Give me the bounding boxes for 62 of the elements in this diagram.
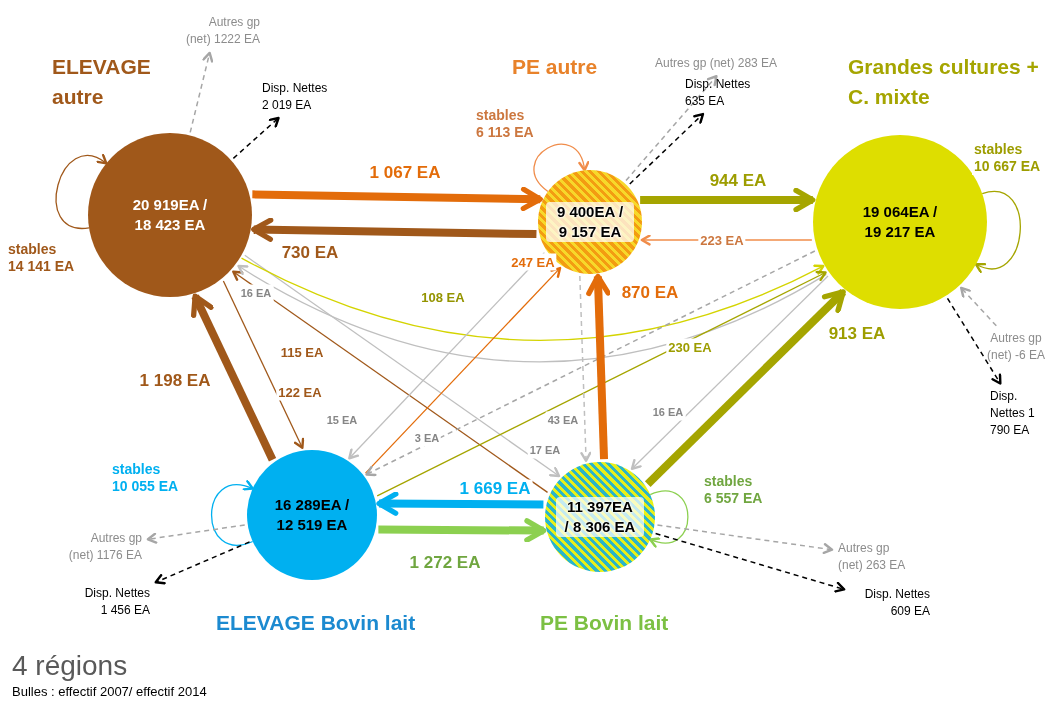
flow-label: 1 198 EA — [137, 371, 213, 389]
bubble: 11 397EA / 8 306 EA — [545, 462, 655, 572]
flow-arrow — [210, 480, 254, 546]
flow-label: 1 067 EA — [367, 163, 443, 181]
flow-arrow — [365, 250, 816, 477]
flow-arrow — [656, 524, 834, 555]
flow-arrow — [974, 190, 1021, 273]
flow-label: 1 669 EA — [457, 479, 533, 497]
flow-note: Autres gp (net) -6 EA — [985, 330, 1047, 364]
flow-arrow — [946, 297, 1002, 385]
flow-arrow — [378, 518, 547, 543]
flow-label: 247 EA — [509, 253, 557, 271]
flow-note: Disp. Nettes 635 EA — [685, 76, 765, 110]
flow-arrow — [232, 116, 280, 160]
flow-label: 16 EA — [238, 284, 274, 302]
flow-arrow — [625, 75, 718, 182]
group-heading: Grandes cultures + C. mixte — [848, 54, 1040, 110]
flow-note: Autres gp (net) 1176 EA — [50, 530, 142, 564]
flow-arrow — [222, 280, 305, 450]
flow-arrow — [146, 524, 246, 544]
flow-label: 944 EA — [707, 171, 769, 189]
flow-arrow — [55, 154, 108, 229]
flow-arrow — [154, 541, 251, 585]
flow-label: 913 EA — [826, 324, 888, 342]
flow-arrow — [960, 286, 998, 327]
flow-note: Disp. Nettes 609 EA — [850, 586, 930, 620]
flow-arrow — [376, 270, 827, 497]
flow-arrow — [237, 264, 827, 363]
flow-arrow — [654, 532, 846, 593]
flow-arrow — [533, 143, 589, 193]
flow-note: Autres gp (net) 283 EA — [655, 55, 800, 72]
group-heading: ELEVAGE Bovin lait — [216, 610, 417, 636]
flow-arrow — [189, 51, 214, 134]
flow-note: Disp. Nettes 2 019 EA — [262, 80, 342, 114]
flow-note: Disp. Nettes 1 790 EA — [990, 388, 1048, 439]
diagram-title: 4 régions — [12, 650, 128, 682]
flow-arrow — [630, 275, 829, 470]
group-heading: ELEVAGE autre — [52, 54, 152, 110]
flow-arrow — [251, 217, 537, 242]
flow-arrow — [579, 275, 592, 462]
group-heading: PE autre — [512, 54, 599, 80]
flow-arrow — [252, 186, 543, 212]
flow-arrow — [232, 270, 549, 494]
flow-arrow — [244, 254, 561, 478]
flow-label: 870 EA — [619, 283, 681, 301]
flow-arrow — [376, 491, 544, 516]
flow-arrow — [640, 187, 816, 213]
group-heading: PE Bovin lait — [540, 610, 670, 636]
flow-note: Disp. Nettes 1 456 EA — [70, 585, 150, 619]
flow-label: 730 EA — [279, 243, 341, 261]
diagram-caption: Bulles : effectif 2007/ effectif 2014 — [12, 684, 207, 700]
flow-label: 1 272 EA — [407, 553, 483, 571]
flow-arrow — [629, 112, 705, 185]
flow-arrow — [191, 293, 277, 462]
flow-arrow — [644, 289, 847, 487]
flow-arrow — [364, 266, 562, 474]
bubble: 16 289EA / 12 519 EA — [247, 450, 377, 580]
flow-label: 230 EA — [666, 338, 714, 356]
flow-arrow — [649, 490, 689, 548]
flow-note: Autres gp (net) 1222 EA — [170, 14, 260, 48]
flow-note: Autres gp (net) 263 EA — [838, 540, 930, 574]
flow-arrow — [240, 257, 825, 341]
